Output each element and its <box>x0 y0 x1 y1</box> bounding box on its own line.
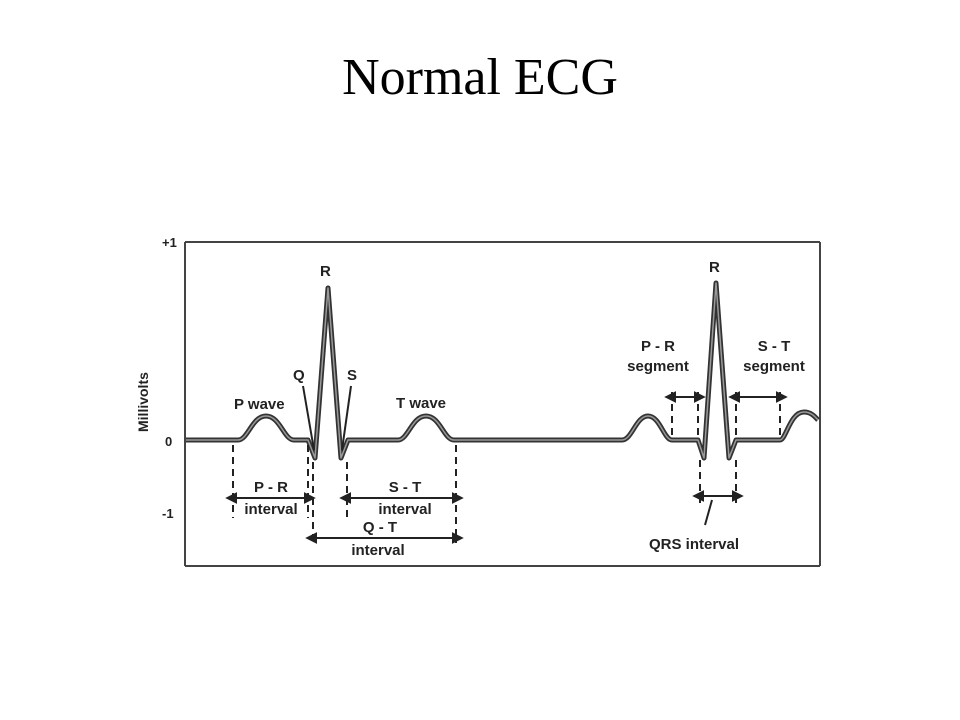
st-segment-label-2: segment <box>743 358 805 375</box>
ecg-trace-highlight <box>186 282 819 459</box>
y-tick-minus1: -1 <box>162 506 174 521</box>
plot-frame <box>184 241 821 567</box>
r2-label: R <box>709 259 720 276</box>
p-wave-label: P wave <box>234 396 285 413</box>
st-interval-label-1: S - T <box>389 479 422 496</box>
qrs-pointer <box>704 499 713 526</box>
qt-interval-label-1: Q - T <box>363 519 397 536</box>
y-tick-plus1: +1 <box>162 235 177 250</box>
qt-interval-label-2: interval <box>351 542 404 559</box>
y-tick-zero: 0 <box>165 434 172 449</box>
s-pointer <box>341 385 352 451</box>
y-axis-label: Millivolts <box>135 372 151 432</box>
r-label: R <box>320 263 331 280</box>
pr-interval-label-1: P - R <box>254 479 288 496</box>
t-wave-label: T wave <box>396 395 446 412</box>
s-label: S <box>347 367 357 384</box>
pr-segment-label-2: segment <box>627 358 689 375</box>
q-pointer <box>302 385 315 451</box>
st-segment-label-1: S - T <box>758 338 791 355</box>
st-interval-label-2: interval <box>378 501 431 518</box>
qrs-interval-label: QRS interval <box>649 536 739 553</box>
pr-interval-label-2: interval <box>244 501 297 518</box>
page-title: Normal ECG <box>342 49 618 106</box>
q-label: Q <box>293 367 305 384</box>
pr-segment-label-1: P - R <box>641 338 675 355</box>
